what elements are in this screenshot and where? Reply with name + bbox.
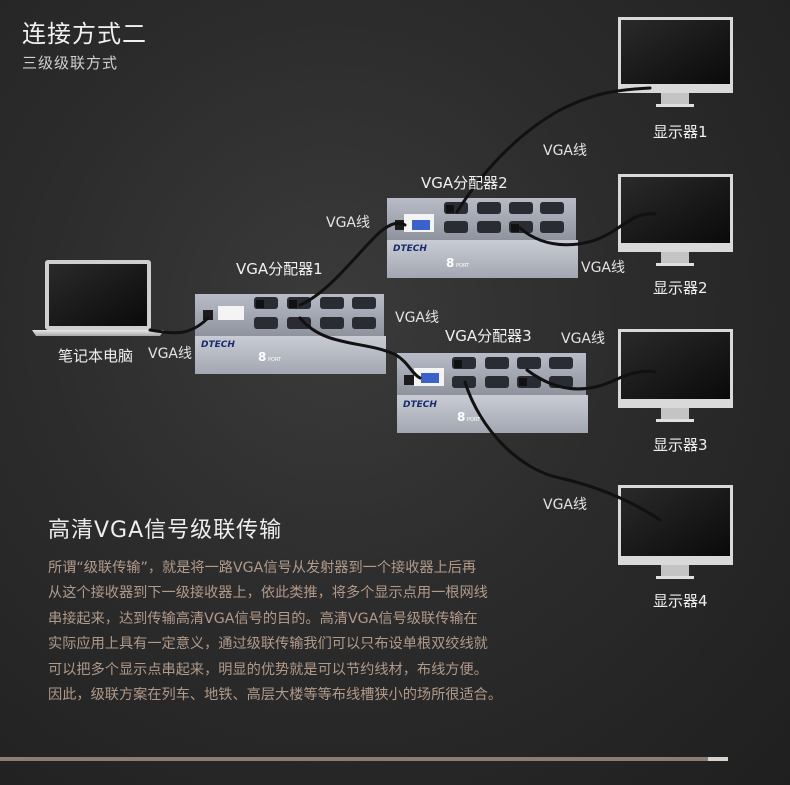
monitor-1-icon (618, 17, 733, 107)
monitor-1-label: 显示器1 (653, 123, 708, 141)
monitor-3-label: 显示器3 (653, 436, 708, 454)
monitor-2-label: 显示器2 (653, 279, 708, 297)
splitter-2-ports: 8 (446, 256, 455, 270)
splitter-1-label: VGA分配器1 (236, 260, 323, 278)
splitter-1-brand: DTECH (201, 340, 235, 350)
cable-splitter1-to-splitter2 (298, 221, 407, 307)
cable-laptop-to-splitter1 (148, 316, 210, 335)
paragraph-line: 可以把多个显示点串起来，明显的优势就是可以节约线材，布线方便。 (48, 661, 488, 678)
cable-label-s2-m1: VGA线 (543, 143, 588, 159)
paragraph-line: 实际应用上具有一定意义，通过级联传输我们可以只布设单根双绞线就 (48, 636, 488, 653)
splitter-1-port-word: PORT (268, 357, 282, 363)
cable-splitter3-to-monitor3 (525, 368, 657, 391)
laptop-label: 笔记本电脑 (58, 347, 134, 365)
monitor-3-icon (618, 329, 733, 422)
splitter-3-label: VGA分配器3 (445, 327, 532, 345)
section-paragraph: 所谓“级联传输”，就是将一路VGA信号从发射器到一个接收器上后再 从这个接收器到… (48, 556, 578, 708)
cable-label-s1-s3: VGA线 (395, 310, 440, 326)
splitter-3-device (397, 353, 588, 433)
splitter-3-brand: DTECH (403, 400, 437, 410)
cable-label-s3-m4: VGA线 (543, 497, 588, 513)
monitor-4-label: 显示器4 (653, 592, 708, 610)
paragraph-line: 因此，级联方案在列车、地铁、高层大楼等等布线槽狭小的场所很适合。 (48, 687, 503, 704)
laptop-icon (32, 260, 164, 336)
cable-splitter1-to-splitter3 (298, 316, 422, 380)
cable-splitter2-to-monitor1 (455, 86, 652, 214)
cable-label-laptop-s1: VGA线 (148, 346, 193, 362)
splitter-2-label: VGA分配器2 (421, 174, 508, 192)
cable-label-s3-m3: VGA线 (561, 331, 606, 347)
page-subtitle: 三级级联方式 (22, 54, 119, 72)
cable-label-s2-m2: VGA线 (581, 260, 626, 276)
splitter-1-ports: 8 (258, 350, 267, 364)
paragraph-line: 所谓“级联传输”，就是将一路VGA信号从发射器到一个接收器上后再 (48, 560, 477, 576)
section-title: 高清VGA信号级联传输 (48, 518, 283, 543)
cable-splitter3-to-monitor4 (463, 380, 662, 522)
splitter-2-device (387, 198, 578, 278)
monitor-2-icon (618, 174, 733, 266)
splitter-2-brand: DTECH (393, 244, 427, 254)
splitter-3-port-word: PORT (467, 417, 481, 423)
splitter-2-port-word: PORT (456, 263, 470, 269)
page-title: 连接方式二 (22, 20, 147, 48)
splitter-3-ports: 8 (457, 410, 466, 424)
cable-splitter2-to-monitor2 (518, 212, 657, 247)
monitor-4-icon (618, 485, 733, 579)
bottom-divider-accent (708, 757, 728, 761)
paragraph-line: 从这个接收器到下一级接收器上，依此类推，将多个显示点用一根网线 (48, 585, 488, 602)
bottom-divider (0, 757, 708, 761)
paragraph-line: 串接起来，达到传输高清VGA信号的目的。高清VGA信号级联传输在 (48, 610, 478, 627)
cable-label-s1-s2: VGA线 (326, 215, 371, 231)
